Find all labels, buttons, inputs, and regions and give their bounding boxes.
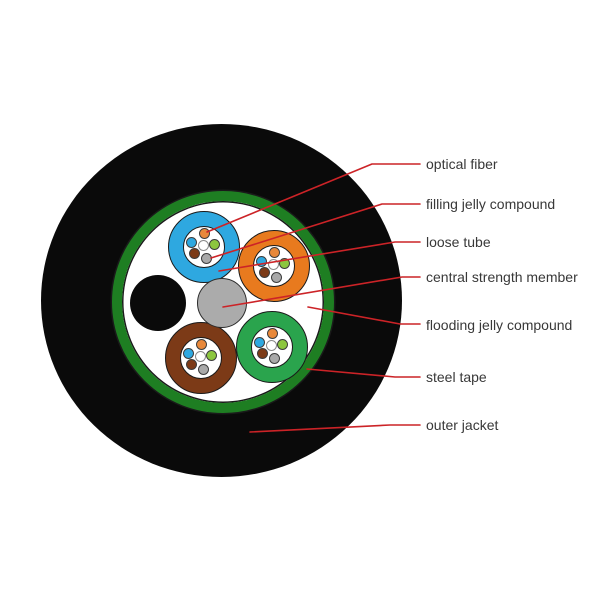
label-central-strength-member: central strength member: [426, 269, 578, 285]
optical-fiber-white: [198, 240, 209, 251]
optical-fiber-gray: [271, 272, 282, 283]
label-loose-tube: loose tube: [426, 234, 491, 250]
optical-fiber-gray: [198, 364, 209, 375]
optical-fiber-white: [266, 340, 277, 351]
label-outer-jacket: outer jacket: [426, 417, 499, 433]
optical-fiber-brown: [259, 267, 270, 278]
optical-fiber-blue: [256, 256, 267, 267]
optical-fiber-brown: [186, 359, 197, 370]
loose-tube-green: [236, 311, 308, 383]
optical-fiber-gray: [269, 353, 280, 364]
optical-fiber-blue: [186, 237, 197, 248]
label-steel-tape: steel tape: [426, 369, 487, 385]
optical-fiber-white: [268, 259, 279, 270]
optical-fiber-orange: [196, 339, 207, 350]
pointer-line-filling-jelly-compound: [210, 203, 421, 259]
optical-fiber-brown: [257, 348, 268, 359]
filler-rod-circle: [130, 275, 186, 331]
optical-fiber-orange: [267, 328, 278, 339]
pointer-line-steel-tape: [306, 368, 421, 378]
label-optical-fiber: optical fiber: [426, 156, 498, 172]
pointer-line-central-strength-member: [222, 276, 421, 308]
pointer-line-optical-fiber: [206, 163, 421, 233]
optical-fiber-orange: [199, 228, 210, 239]
optical-fiber-green: [206, 350, 217, 361]
central-strength-member-circle: [197, 278, 247, 328]
pointer-line-flooding-jelly-compound: [307, 306, 421, 325]
optical-fiber-green: [279, 258, 290, 269]
optical-fiber-white: [195, 351, 206, 362]
optical-fiber-green: [209, 239, 220, 250]
optical-fiber-green: [277, 339, 288, 350]
optical-fiber-blue: [183, 348, 194, 359]
label-flooding-jelly-compound: flooding jelly compound: [426, 317, 573, 333]
optical-fiber-blue: [254, 337, 265, 348]
optical-fiber-brown: [189, 248, 200, 259]
loose-tube-brown: [165, 322, 237, 394]
pointer-line-loose-tube: [218, 241, 421, 272]
pointer-line-outer-jacket: [249, 424, 421, 433]
label-filling-jelly-compound: filling jelly compound: [426, 196, 556, 212]
optical-fiber-orange: [269, 247, 280, 258]
